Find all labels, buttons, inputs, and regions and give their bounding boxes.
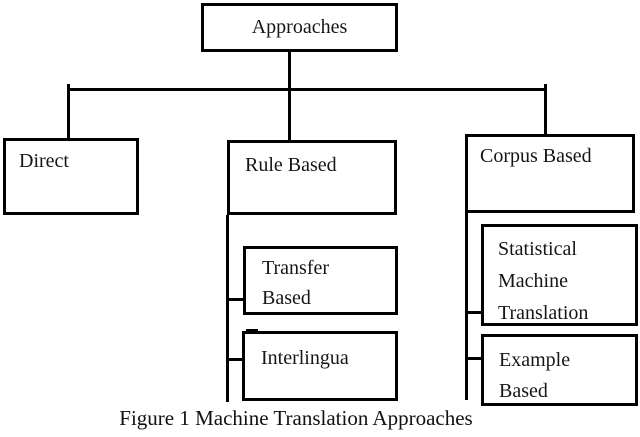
connector-root-trunk xyxy=(288,52,291,140)
node-label: Interlingua xyxy=(261,347,349,369)
node-label-line-2: Machine xyxy=(498,270,568,292)
node-label-line-2: Based xyxy=(499,380,548,402)
node-label-line-2: Based xyxy=(262,287,311,309)
node-approaches: Approaches xyxy=(201,3,398,52)
connector-branch-direct xyxy=(67,84,70,138)
node-label-line-1: Transfer xyxy=(262,257,330,279)
node-rule-based: Rule Based xyxy=(227,140,397,215)
node-statistical-machine-translation: Statistical Machine Translation xyxy=(481,224,638,326)
node-transfer-based: Transfer Based xyxy=(243,246,398,315)
node-direct: Direct xyxy=(3,138,139,215)
figure-caption: Figure 1 Machine Translation Approaches xyxy=(119,406,473,430)
node-label: Approaches xyxy=(251,16,348,38)
node-label-line-3: Translation xyxy=(498,302,589,324)
connector-horizontal-bar xyxy=(67,88,547,91)
connector-stub-smt xyxy=(465,311,483,314)
connector-branch-corpus xyxy=(544,84,547,134)
connector-rail-corpus-children xyxy=(465,213,468,400)
node-example-based: Example Based xyxy=(481,334,638,406)
node-corpus-based: Corpus Based xyxy=(465,134,635,213)
node-interlingua: Interlingua xyxy=(242,331,398,401)
node-label: Rule Based xyxy=(245,154,337,176)
node-label: Corpus Based xyxy=(480,145,592,167)
node-label-line-1: Example xyxy=(499,349,571,371)
connector-stub-example xyxy=(465,357,483,360)
node-label-line-1: Statistical xyxy=(498,238,577,260)
connector-stub-interlingua xyxy=(226,358,245,361)
connector-stub-transfer xyxy=(226,298,245,301)
node-label: Direct xyxy=(19,150,69,172)
connector-rail-rule-children xyxy=(226,215,229,402)
